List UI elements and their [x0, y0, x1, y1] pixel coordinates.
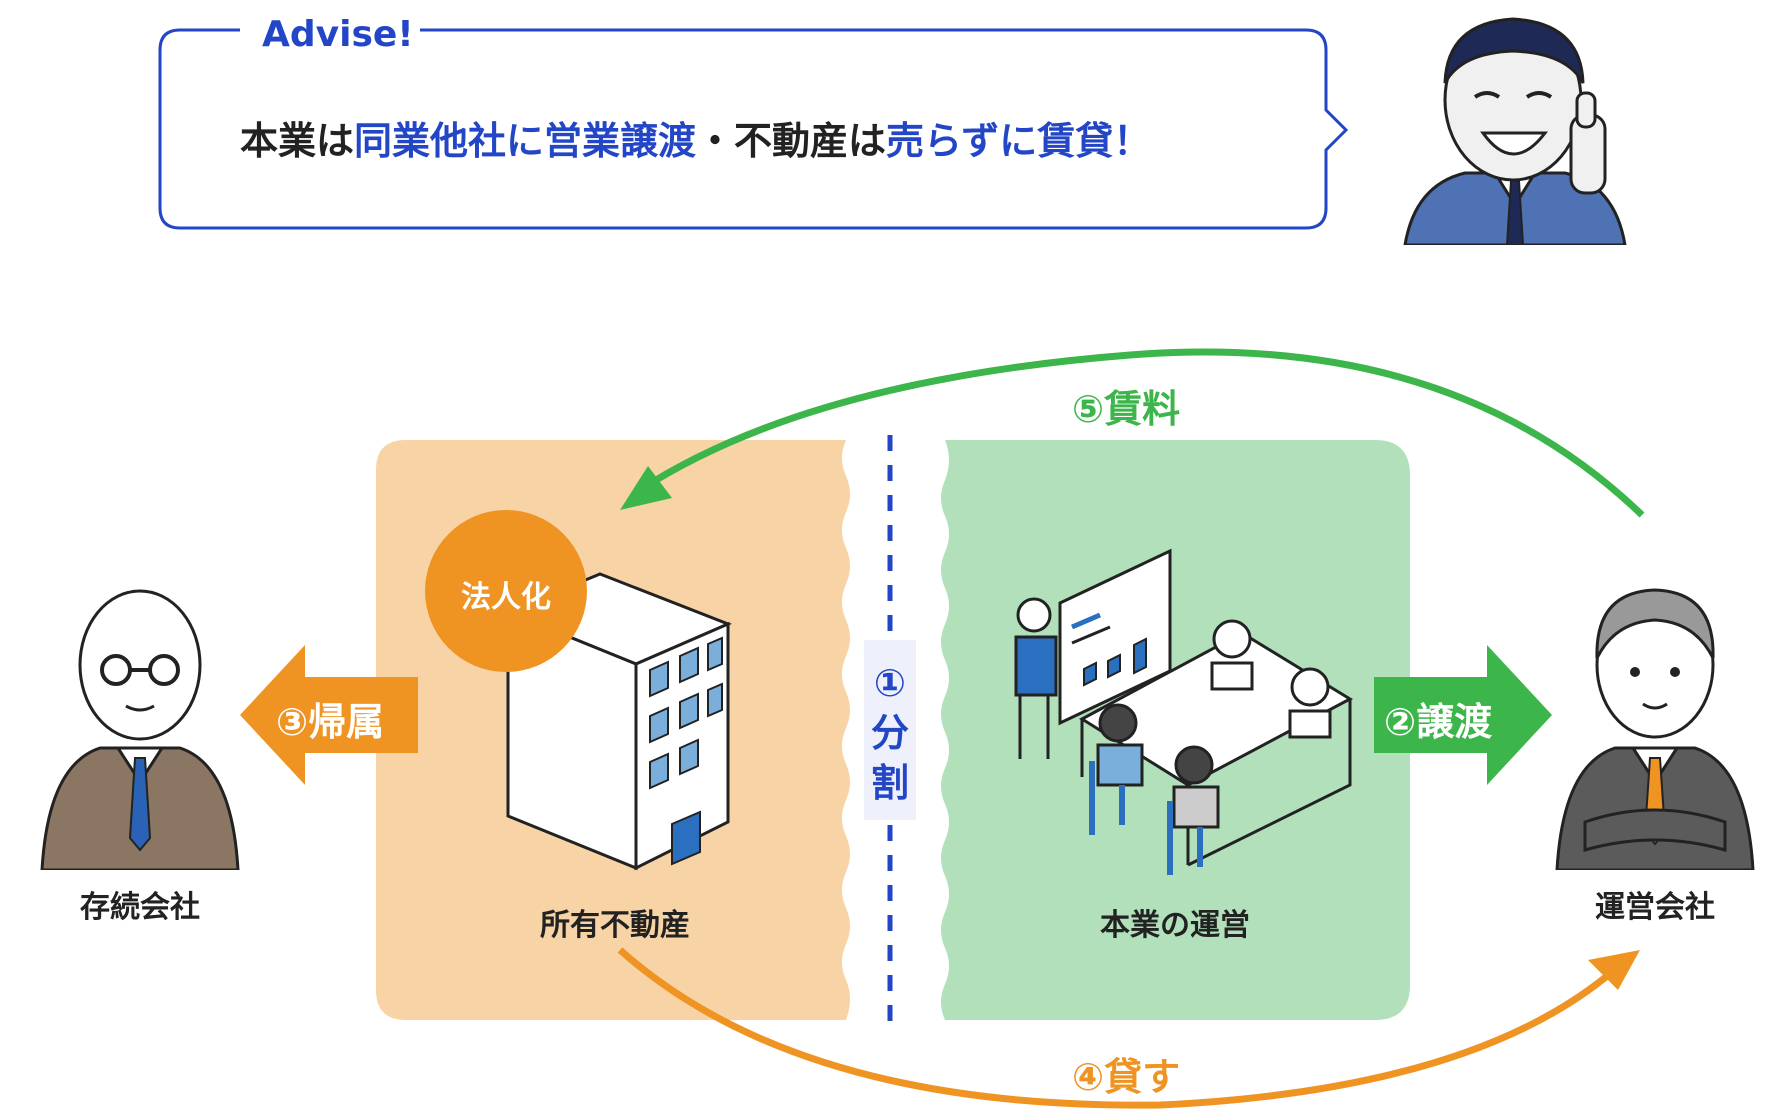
- advice-bubble: [158, 28, 1349, 230]
- incorporation-badge-label: 法人化: [461, 580, 551, 615]
- elder-businessman-icon: [40, 589, 240, 870]
- lend-label: ④貸す: [1072, 1055, 1181, 1099]
- split-label: ① 分割: [864, 658, 916, 808]
- advice-segment-highlight: 売らずに賃貸！: [886, 119, 1152, 163]
- split-divider: [887, 435, 893, 1025]
- advisor-thumbs-up-icon: [1403, 17, 1627, 245]
- split-label-box: [864, 640, 916, 820]
- belong-arrow: [240, 645, 418, 785]
- advice-title: Advise!: [262, 14, 414, 55]
- incorporation-badge: [425, 510, 587, 672]
- office-building-icon: [504, 572, 732, 871]
- left-person-label: 存続会社: [80, 890, 200, 925]
- advice-text: 本業は同業他社に営業譲渡・不動産は売らずに賃貸！: [240, 110, 1151, 165]
- advice-segment: ・不動産は: [696, 119, 887, 163]
- rent-label: ⑤賃料: [1072, 387, 1181, 431]
- right-person-label: 運営会社: [1595, 890, 1715, 925]
- belong-label: ③帰属: [276, 700, 385, 744]
- advice-segment-highlight: 同業他社に営業譲渡: [354, 119, 697, 163]
- business-label: 本業の運営: [1100, 908, 1250, 943]
- transfer-label: ②譲渡: [1384, 700, 1493, 744]
- split-number: ①: [873, 661, 907, 705]
- split-text: 分割: [870, 711, 909, 805]
- businessman-arms-crossed-icon: [1555, 588, 1755, 870]
- property-label: 所有不動産: [540, 908, 690, 943]
- transfer-arrow: [1374, 645, 1552, 785]
- advice-segment: 本業は: [240, 119, 355, 163]
- team-meeting-icon: [1014, 548, 1354, 875]
